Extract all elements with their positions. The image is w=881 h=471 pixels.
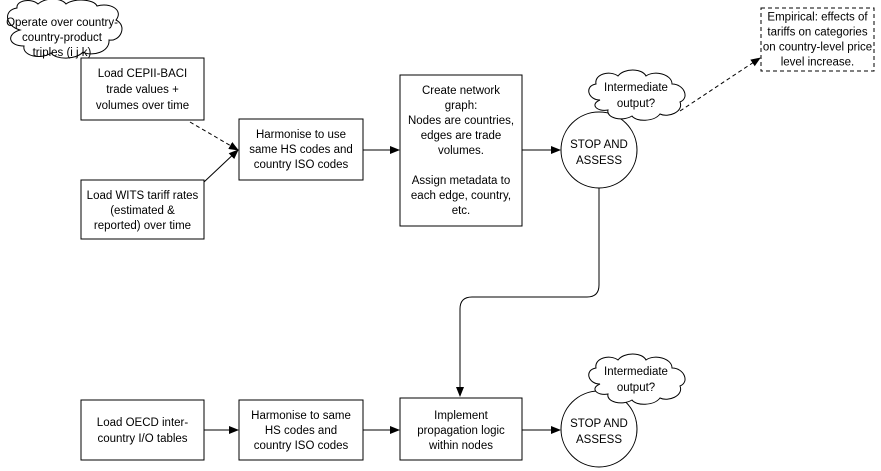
harmonise-same-hs-box: Harmonise to same HS codes and country ISO… [238,399,364,461]
label-line: Intermediate [604,82,668,94]
label-line: Load CEPII-BACI [98,68,187,80]
cloud-intermediate-2-shape: Intermediate output? [588,353,686,405]
label-line: Empirical: effects of [767,12,868,24]
harmonise-same-hs-label: Harmonise to same HS codes and country ISO… [251,410,351,452]
label-line: Harmonise to use [256,129,346,141]
connectors [189,57,761,434]
label-line: edges are trade [421,130,502,142]
label-line: ASSESS [576,155,622,167]
label-line: Create network [422,85,500,97]
label-line: reported) over time [94,220,191,232]
arrow-wits-to-harmonise [203,149,239,183]
stop-assess-1-label: STOP AND ASSESS [570,139,628,167]
label-line: output? [617,382,655,394]
label-line: country ISO codes [254,159,349,171]
arrow-stop-1-to-empirical [679,57,761,112]
harmonise-hs-iso-box: Harmonise to use same HS codes and country… [238,118,364,181]
label-line: Intermediate [604,366,668,378]
label-line: STOP AND [570,418,628,430]
label-line: graph: [445,100,478,112]
cloud-intermediate-1-label: Intermediate output? [604,82,668,110]
label-line: tariffs on categories [767,27,867,39]
cloud-triples-shape: Operate over country-country-product trip… [6,0,123,59]
label-line: STOP AND [570,139,628,151]
label-line: country I/O tables [97,433,187,445]
label-line: Load WITS tariff rates [87,190,199,202]
label-line: each edge, country, [411,190,511,202]
arrow-cepii-to-harmonise [189,121,239,151]
label-line: triples (i j k) [33,47,92,59]
label-line: propagation logic [417,425,505,437]
label-line: etc. [452,205,471,217]
cloud-intermediate-1-shape: Intermediate output? [588,69,686,121]
harmonise-hs-iso-label: Harmonise to use same HS codes and country… [249,129,353,171]
stop-assess-2-circle: STOP AND ASSESS [560,390,638,468]
label-line: Assign metadata to [412,175,510,187]
label-line: (estimated & [110,205,175,217]
label-line: level increase. [781,57,855,69]
label-line: Nodes are countries, [408,115,514,127]
load-cepii-label: Load CEPII-BACI trade values + volumes ove… [96,68,189,112]
label-line: volumes over time [96,100,189,112]
label-line: country ISO codes [254,440,349,452]
label-line: Harmonise to same [251,410,351,422]
label-line: trade values + [106,84,179,96]
label-line: same HS codes and [249,144,353,156]
network-graph-box: Create network graph: Nodes are countries,… [399,74,523,227]
empirical-note-box: Empirical: effects of tariffs on categori… [760,7,875,72]
cloud-triples-label: Operate over country-country-product trip… [6,17,118,59]
propagation-label: Implement propagation logic within nodes [417,410,505,452]
label-line: country-product [22,32,103,44]
label-line: output? [617,98,655,110]
empirical-note-label: Empirical: effects of tariffs on categori… [763,12,872,69]
load-oecd-box: Load OECD inter-country I/O tables [80,399,205,461]
load-wits-box: Load WITS tariff rates (estimated & report… [80,179,205,240]
label-line: Implement [434,410,488,422]
label-line: within nodes [428,440,493,452]
label-line: Operate over country- [6,17,118,29]
load-wits-label: Load WITS tariff rates (estimated & report… [87,190,199,232]
label-line: HS codes and [265,425,337,437]
label-line: Load OECD inter- [97,417,189,429]
label-line: ASSESS [576,434,622,446]
network-graph-label: Create network graph: Nodes are countries,… [408,85,514,217]
label-line: on country-level price [763,42,872,54]
stop-assess-1-circle: STOP AND ASSESS [560,111,638,189]
label-line: volumes. [438,145,484,157]
load-cepii-box: Load CEPII-BACI trade values + volumes ove… [80,57,205,121]
arrow-stop-1-to-propagation [456,188,600,397]
propagation-box: Implement propagation logic within nodes [399,397,523,461]
load-oecd-label: Load OECD inter-country I/O tables [97,417,189,445]
cloud-intermediate-2-label: Intermediate output? [604,366,668,394]
stop-assess-2-label: STOP AND ASSESS [570,418,628,446]
